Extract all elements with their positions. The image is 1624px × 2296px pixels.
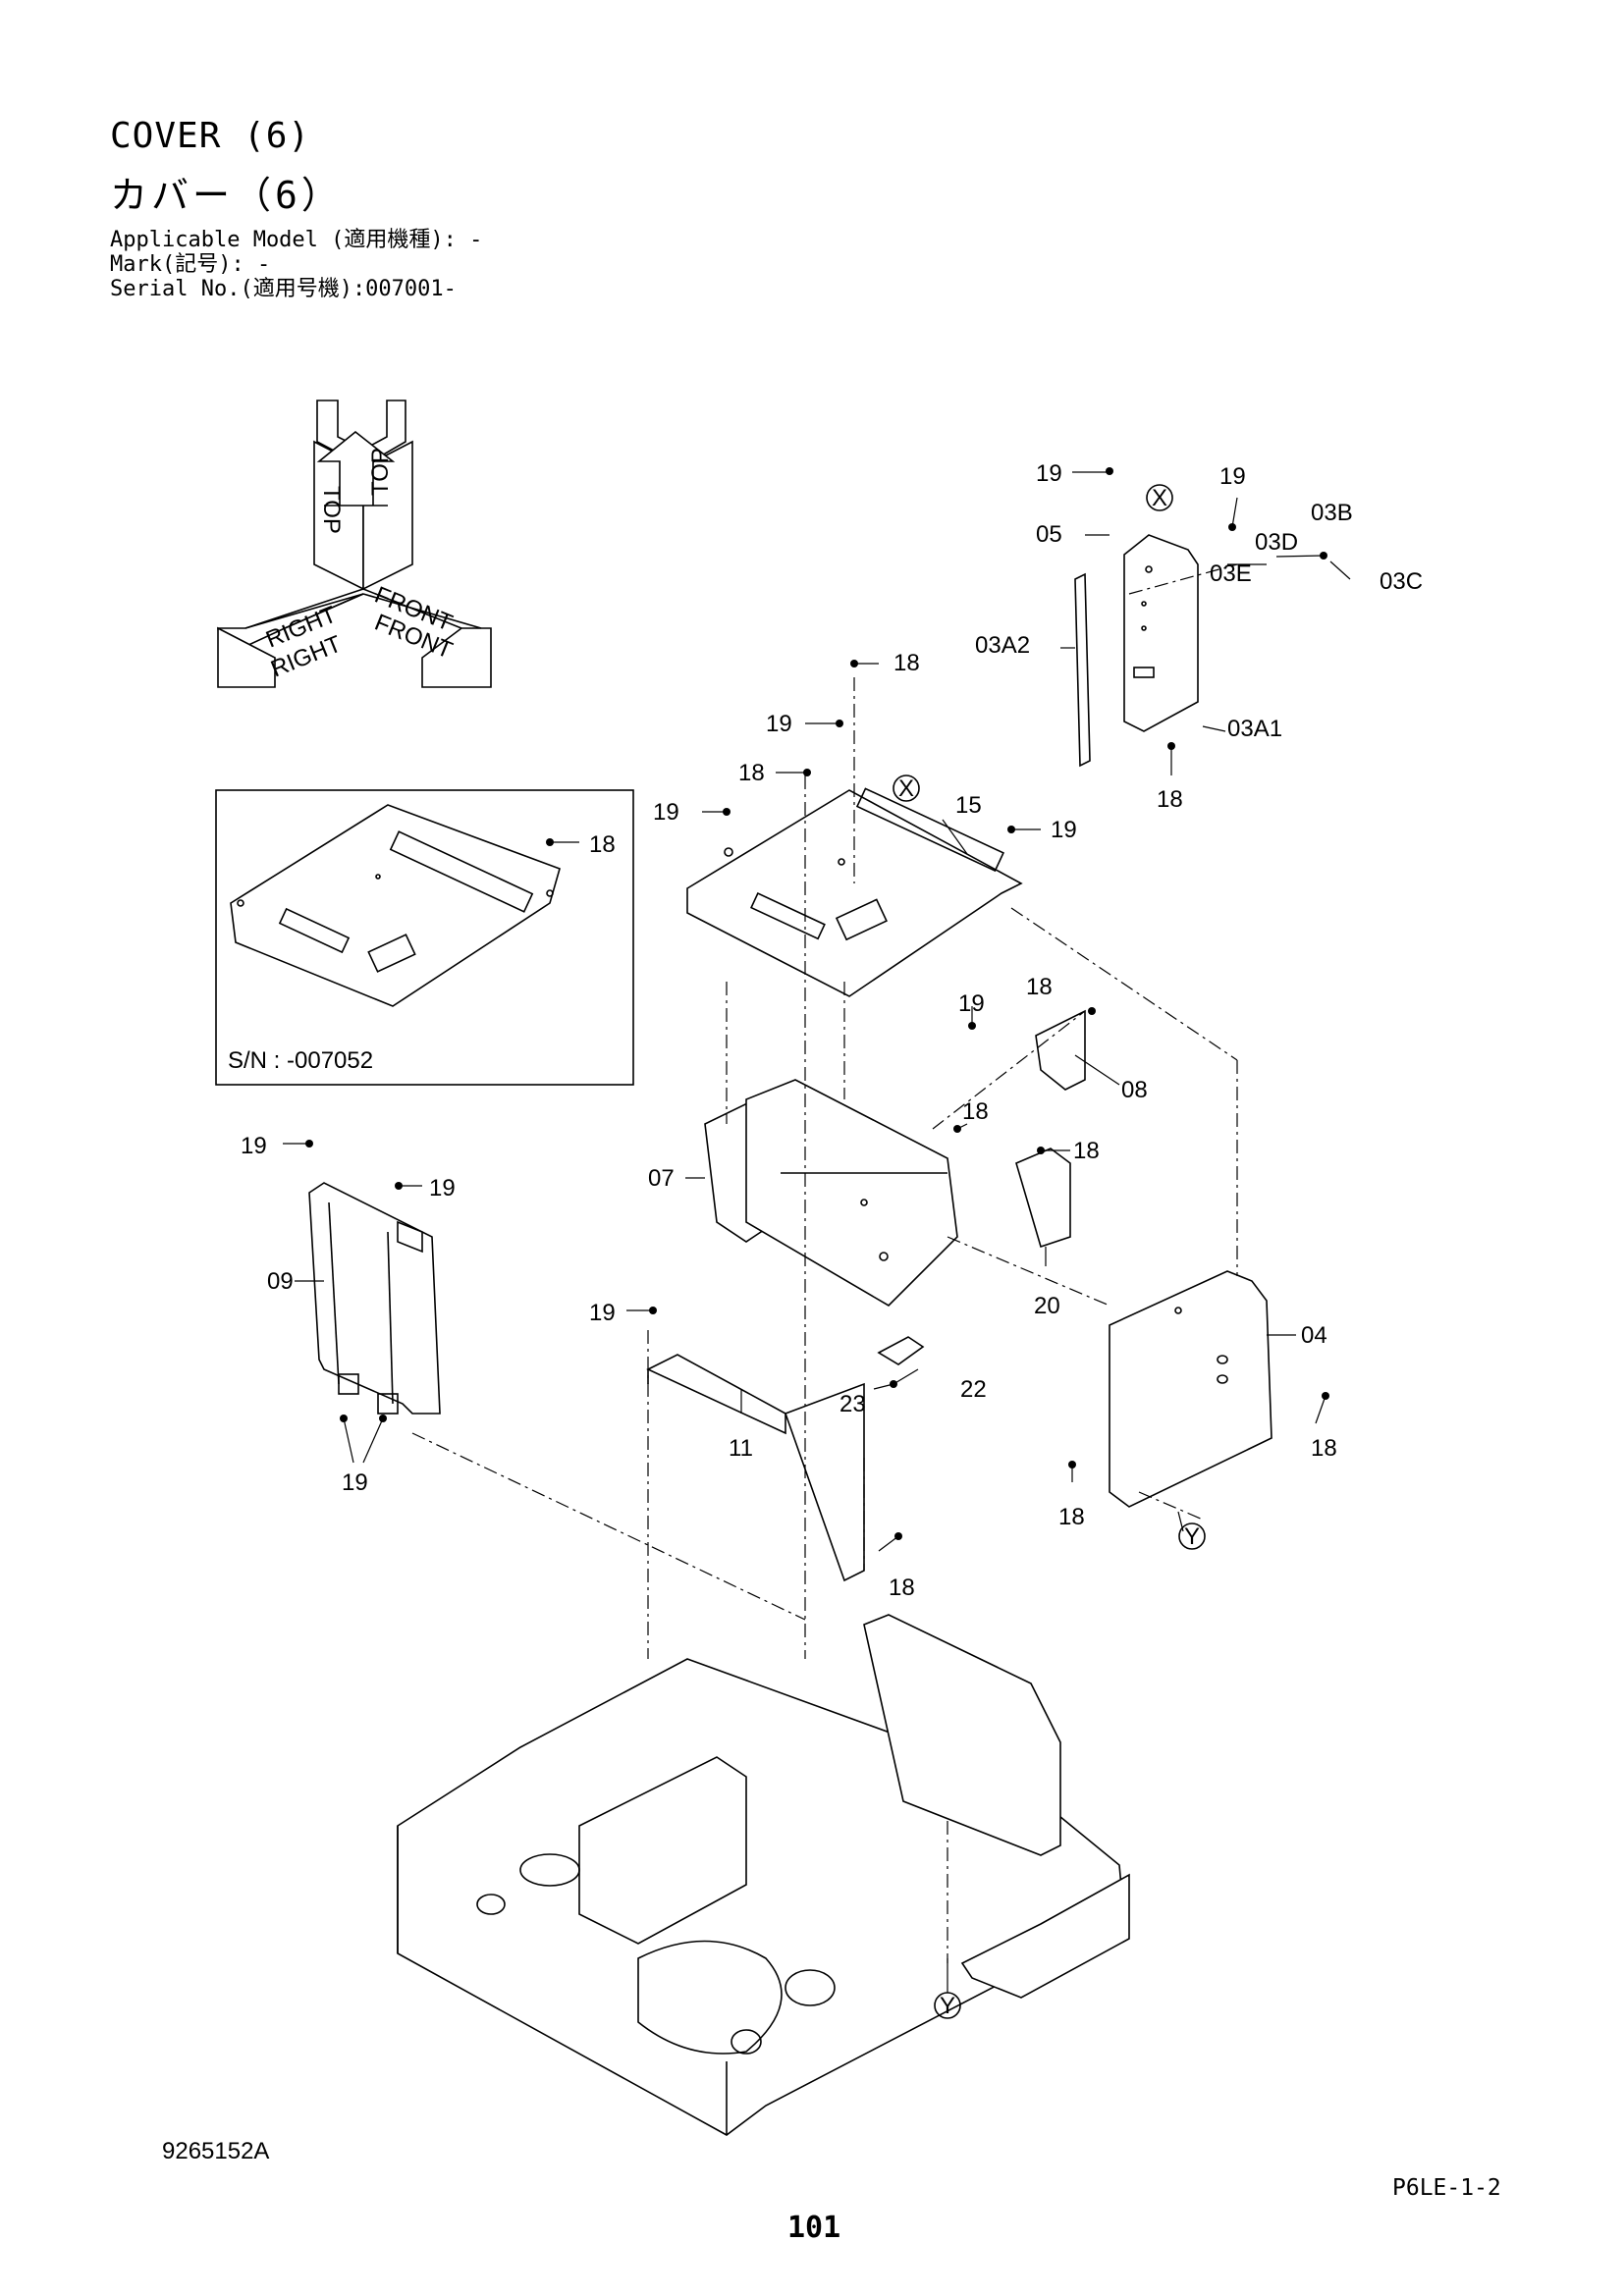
- callout-19: 19: [1051, 817, 1077, 843]
- callout-19: 19: [766, 711, 792, 737]
- callout-04: 04: [1301, 1322, 1327, 1349]
- callout-19: 19: [958, 990, 985, 1017]
- bracket-08: [1035, 1009, 1086, 1091]
- callout-20: 20: [1034, 1293, 1060, 1319]
- cover-09: [308, 1182, 441, 1415]
- inset-floor-plate: [230, 804, 561, 1007]
- compass-top-label: TOP: [367, 448, 394, 496]
- applicable-model: Applicable Model (適用機種): -: [110, 228, 483, 252]
- callout-22: 22: [960, 1376, 987, 1403]
- callout-23: 23: [839, 1391, 866, 1417]
- callout-18: 18: [738, 760, 765, 786]
- callout-05: 05: [1036, 521, 1062, 548]
- mark: Mark(記号): -: [110, 252, 271, 277]
- cover-04: [1109, 1270, 1272, 1508]
- callout-03C: 03C: [1380, 568, 1423, 595]
- alignment-lines: [411, 563, 1238, 1963]
- marker-y-label: Y: [940, 1993, 955, 2019]
- seal-03a2: [1074, 572, 1091, 768]
- leader-lines: [283, 471, 1351, 1993]
- base-frame: [397, 1614, 1130, 2136]
- marker-y-2: [934, 1992, 961, 2019]
- callout-07: 07: [648, 1165, 675, 1192]
- callout-19: 19: [1036, 460, 1062, 487]
- marker-y-1: [1178, 1522, 1206, 1550]
- plate-22: [877, 1336, 925, 1365]
- marker-y-label: Y: [1184, 1523, 1200, 1550]
- callout-18: 18: [889, 1575, 915, 1601]
- arrow-front-icon: [421, 627, 492, 688]
- floor-plate-15: [686, 787, 1023, 997]
- callout-18: 18: [1311, 1435, 1337, 1462]
- callout-19: 19: [589, 1300, 616, 1326]
- callout-19: 19: [1219, 463, 1246, 490]
- callout-19: 19: [241, 1133, 267, 1159]
- inset-frame: [215, 789, 634, 1086]
- marker-x-label: X: [1152, 485, 1167, 511]
- callout-18: 18: [1157, 786, 1183, 813]
- callout-11: 11: [729, 1435, 753, 1462]
- callout-18: 18: [1073, 1138, 1100, 1164]
- callout-18: 18: [962, 1098, 989, 1125]
- marker-x-2: [893, 774, 920, 802]
- callout-03A2: 03A2: [975, 632, 1030, 659]
- callout-15: 15: [955, 792, 982, 819]
- bracket-20: [1015, 1148, 1071, 1249]
- callout-03B: 03B: [1311, 500, 1353, 526]
- inset-callout-18: 18: [589, 831, 616, 858]
- callout-19: 19: [429, 1175, 456, 1201]
- callout-09: 09: [267, 1268, 294, 1295]
- compass-top-label: TOP: [318, 486, 345, 534]
- marker-x-1: [1146, 484, 1173, 511]
- panel-assembly-07: [704, 1079, 958, 1308]
- callout-18: 18: [1026, 974, 1053, 1000]
- serial-number: Serial No.(適用号機):007001-: [110, 277, 457, 301]
- page-reference: P6LE-1-2: [1392, 2175, 1501, 2201]
- drawing-number: 9265152A: [162, 2138, 270, 2164]
- callout-19: 19: [342, 1469, 368, 1496]
- cover-03a1: [1123, 534, 1199, 732]
- callout-18: 18: [893, 650, 920, 676]
- callout-03A1: 03A1: [1227, 716, 1282, 742]
- callout-19: 19: [653, 799, 679, 826]
- page-title-japanese: カバー（6）: [110, 174, 343, 217]
- callout-18: 18: [1058, 1504, 1085, 1530]
- page-title: COVER (6): [110, 116, 311, 156]
- callout-03E: 03E: [1210, 561, 1252, 587]
- page-number: 101: [787, 2211, 841, 2245]
- orientation-compass: [217, 400, 492, 688]
- arrow-top-icon: [316, 430, 396, 507]
- bracket-11: [646, 1354, 865, 1582]
- part-callouts: 19 19 05 03B 03D 03E 03C 03A2 03A1 18 18…: [241, 460, 1423, 1601]
- inset-serial-note: S/N : -007052: [228, 1047, 373, 1074]
- callout-03D: 03D: [1255, 529, 1298, 556]
- callout-08: 08: [1121, 1077, 1148, 1103]
- marker-x-label: X: [898, 775, 914, 802]
